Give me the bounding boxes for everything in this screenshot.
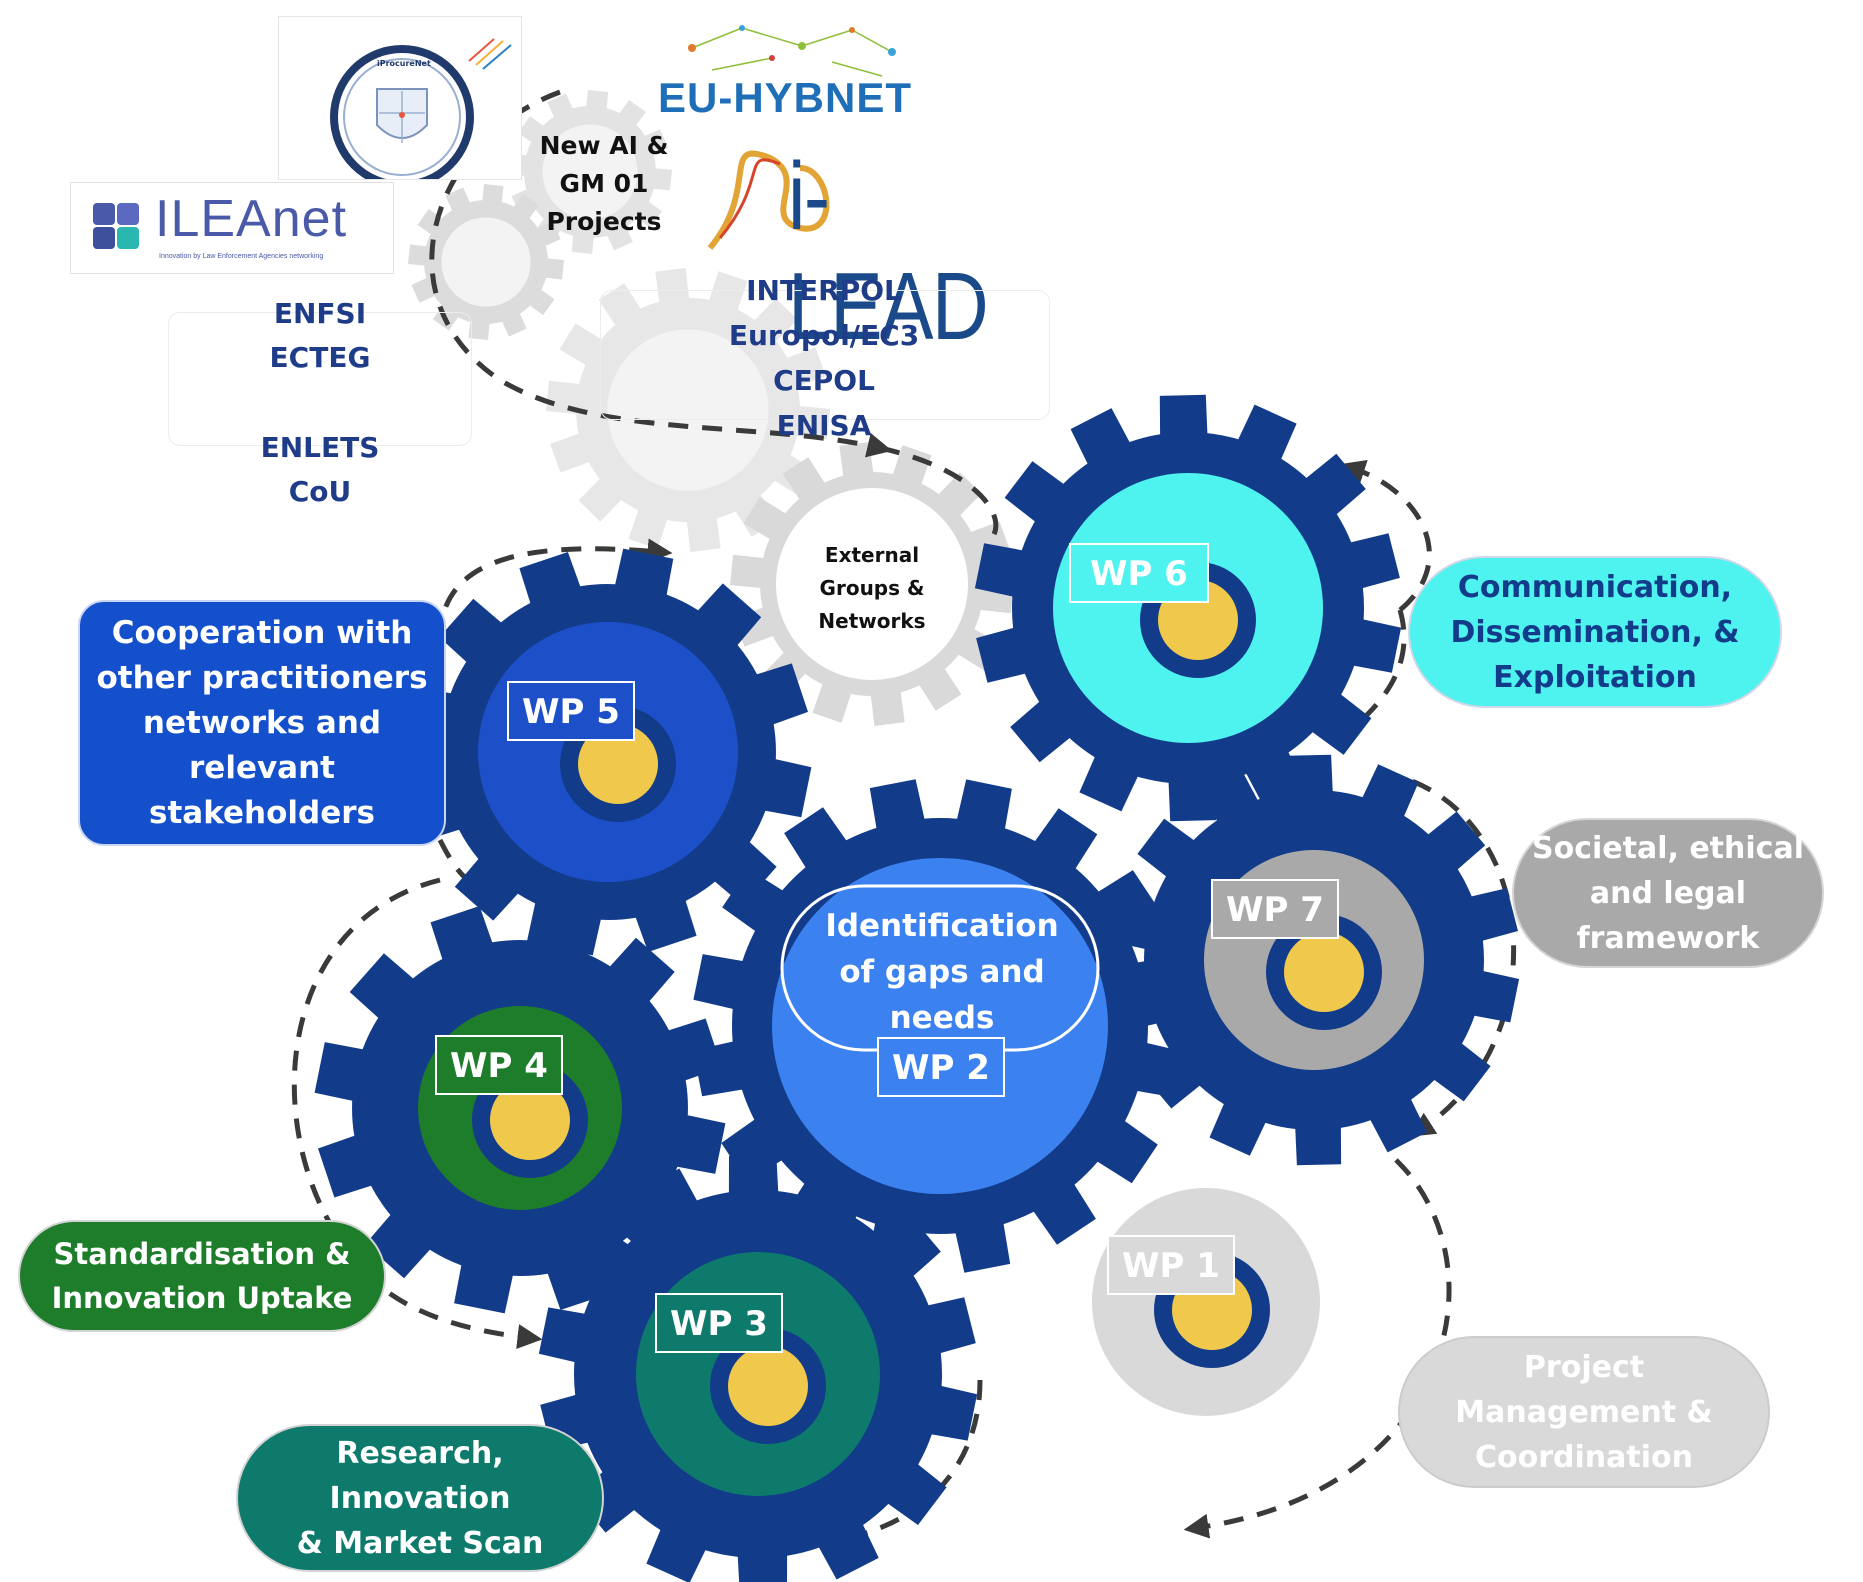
wp1-label-text: WP 1 [1122,1246,1220,1286]
ileanet-logo: ILEAnet Innovation by Law Enforcement Ag… [70,182,394,274]
external-gear-line: Groups & [820,576,925,600]
gear-wp4 [314,902,726,1314]
iprocurenet-logo: iProcureNet [278,16,522,189]
org-interpol: INTERPOL [746,274,902,307]
external-gear-face [776,488,968,680]
wp2-desc-line: needs [890,1000,995,1036]
gear-small-left [408,184,564,340]
puzzle-icon [93,203,139,249]
iprocurenet-emblem-icon [330,38,512,189]
network-icon [688,25,896,77]
org-enlets: ENLETS [260,431,380,464]
wp4-label-text: WP 4 [450,1046,548,1086]
gear-wp3 [538,1154,978,1582]
org-enfsi: ENFSI [273,297,367,330]
wp3-description: Research,Innovation& Market Scan [236,1424,604,1572]
external-gear-line: Networks [818,609,925,633]
arrow-external-right [879,445,999,542]
wp2-desc-line: Identification [825,908,1058,944]
wp4-description: Standardisation &Innovation Uptake [18,1220,386,1332]
gear-newai [508,90,672,254]
arrow-wp5-to-wp4 [437,838,471,883]
euhybnet-wordmark: EU-HYBNET [658,74,913,121]
wp3-label: WP 3 [655,1293,783,1353]
wp2-label: WP 2 [877,1037,1005,1097]
org-cepol: CEPOL [773,364,875,397]
ileanet-wordmark: ILEAnet [155,190,348,248]
wp3-label-text: WP 3 [670,1304,768,1344]
left-org-box [168,312,472,446]
euhybnet-logo: EU-HYBNET [652,18,928,126]
wp2-label-text: WP 2 [892,1048,990,1088]
wp6-label: WP 6 [1069,543,1209,603]
wp1-label: WP 1 [1107,1235,1235,1295]
right-org-box [600,290,1050,420]
ilead-logo: i-LEAD [700,128,1020,360]
iprocurenet-name: iProcureNet [377,59,431,68]
org-enisa: ENISA [776,409,872,442]
gear-wp1 [1092,1188,1320,1416]
org-europol: Europol/EC3 [728,319,920,352]
wp4-label: WP 4 [435,1035,563,1095]
wp6-description: Communication,Dissemination, &Exploitati… [1408,556,1782,708]
right-org-list: INTERPOL Europol/EC3 CEPOL ENISA [708,268,940,448]
arrow-wp5-to-external [437,538,673,641]
wp5-label-text: WP 5 [522,692,620,732]
left-org-list: ENFSI ECTEG ENLETS CoU [250,292,390,514]
newai-gear-line: GM 01 [560,169,649,198]
org-ecteg: ECTEG [269,341,371,374]
arrow-wp4-loop [291,877,543,1349]
wp6-label-text: WP 6 [1090,554,1188,594]
wp7-label-text: WP 7 [1226,890,1324,930]
newai-gear-line: New AI & [540,131,669,160]
ilead-wordmark: i-LEAD [788,143,989,360]
gear-wp6 [974,394,1402,822]
arrow-wp3-loop [550,1379,983,1547]
wp7-label: WP 7 [1211,879,1339,939]
gear-external-large [546,268,830,552]
org-cou: CoU [288,475,352,508]
ileanet-tagline: Innovation by Law Enforcement Agencies n… [159,253,324,260]
wp2-desc-line: of gaps and [839,954,1044,990]
external-gear-line: External [825,543,919,567]
wp5-label: WP 5 [507,681,635,741]
newai-gear-line: Projects [546,207,661,236]
ilead-swirl-icon [707,150,830,250]
